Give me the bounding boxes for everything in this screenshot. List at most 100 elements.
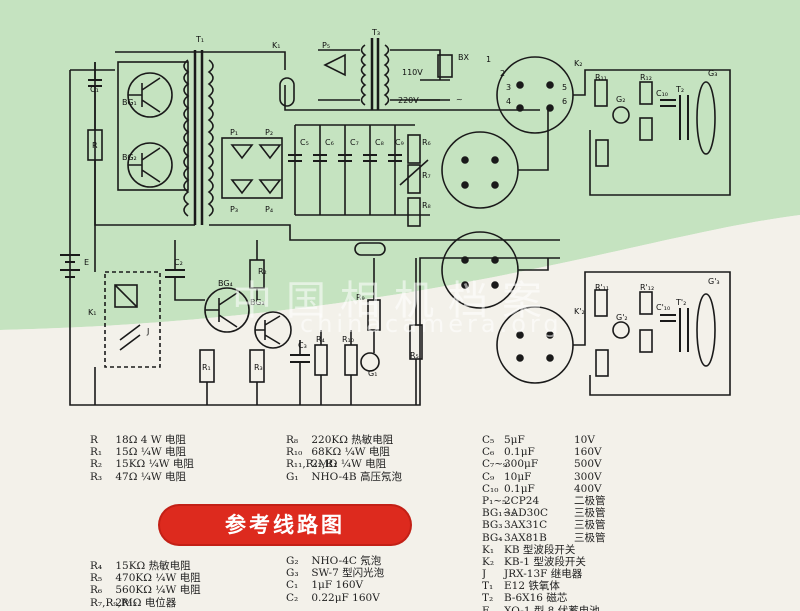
- watermark-chinese: 中国相机档案: [232, 278, 556, 324]
- part-ref: R₁₀: [286, 446, 303, 459]
- part-desc: SW-7 型闪光泡: [308, 567, 385, 580]
- label-t2p: T'₂: [675, 298, 686, 307]
- part-ref: C₅: [482, 434, 495, 446]
- part-ref: R₁₁,R₁₂,R₁: [286, 458, 338, 471]
- label-g3p: G'₃: [708, 277, 720, 286]
- part-ref: E: [482, 604, 490, 611]
- parts-list-row: R₄ 15KΩ 热敏电阻: [90, 560, 201, 572]
- label-r9: R₉: [356, 293, 365, 302]
- parts-list-row: T₂ B-6X16 磁芯: [482, 592, 606, 604]
- label-r4: R₄: [316, 335, 325, 344]
- pin-label-5: 5: [562, 83, 567, 92]
- part-ref: C₇~₉: [482, 458, 508, 471]
- label-c7: C₇: [350, 138, 359, 147]
- part-value: 3AX31C: [504, 519, 548, 532]
- label-r2: R₂: [258, 267, 267, 276]
- label-r11p: R'₁₁: [595, 283, 609, 292]
- part-rating: 三极管: [574, 531, 606, 544]
- part-desc: 47Ω ¼W 电阻: [112, 470, 187, 483]
- label-c3: C₃: [298, 341, 307, 350]
- parts-list-row: R₇,R₉,R₁₂ 2MΩ 电位器: [90, 597, 201, 609]
- label-r6: R₆: [422, 138, 431, 147]
- part-desc: 15KΩ ¼W 电阻: [112, 458, 194, 471]
- parts-list-row: R₁₁,R₁₂,R₁ 2MΩ ¼W 电阻: [286, 458, 402, 470]
- parts-list-row: R₁₀ 68KΩ ¼W 电阻: [286, 446, 402, 458]
- parts-list-row: R 18Ω 4 W 电阻: [90, 434, 194, 446]
- label-e: E: [84, 258, 89, 267]
- parts-list-row: R₂ 15KΩ ¼W 电阻: [90, 458, 194, 470]
- label-c2: C₂: [174, 258, 183, 267]
- part-value: KB 型波段开关: [504, 543, 576, 556]
- parts-list-row: R₆ 560KΩ ¼W 电阻: [90, 584, 201, 596]
- part-ref: BG₃: [482, 519, 503, 532]
- label-c5: C₅: [300, 138, 309, 147]
- label-c10p: C'₁₀: [656, 303, 670, 312]
- part-ref: C₁₀: [482, 482, 499, 495]
- part-ref: R₁: [90, 446, 103, 459]
- parts-list-row: G₂ NHO-4C 氖泡: [286, 555, 384, 567]
- part-value: JRX-13F 继电器: [504, 568, 583, 581]
- part-desc: 1μF 160V: [308, 579, 364, 592]
- label-r7: R₇: [422, 171, 431, 180]
- label-k2p: K'₂: [574, 307, 585, 316]
- label-r5: R₅: [410, 351, 419, 360]
- label-g2p: G'₂: [616, 313, 628, 322]
- parts-list-row: K₂ KB-1 型波段开关: [482, 556, 606, 568]
- part-value: 5μF: [504, 434, 525, 446]
- part-ref: R₈: [286, 434, 299, 446]
- part-desc: NHO-4B 高压氖泡: [308, 470, 402, 483]
- pin-label-4: 4: [506, 97, 511, 106]
- part-desc: 15KΩ 热敏电阻: [112, 560, 191, 572]
- label-c9: C₉: [395, 138, 404, 147]
- pin-label-2: 2: [500, 69, 505, 78]
- label-g3: G₃: [708, 69, 717, 78]
- label-r12: R₁₂: [640, 73, 652, 82]
- label-k2: K₂: [574, 59, 582, 68]
- part-ref: C₉: [482, 470, 495, 483]
- label-220v: 220V: [398, 96, 419, 105]
- parts-list-row: R₈ 220KΩ 热敏电阻: [286, 434, 402, 446]
- label-c10: C₁₀: [656, 89, 668, 98]
- part-ref: R₅: [90, 572, 103, 585]
- part-value: XO-1 型 8 伏蓄电池: [504, 604, 600, 611]
- label-p1: P₁: [230, 128, 238, 137]
- label-bx: BX: [458, 53, 469, 62]
- part-value: 0.1μF: [504, 446, 535, 459]
- label-ac: ~: [456, 95, 463, 104]
- parts-list-row: C₁ 1μF 160V: [286, 579, 384, 591]
- watermark-url: chinacamera.org: [300, 310, 563, 338]
- parts-list-row: R₅ 470KΩ ¼W 电阻: [90, 572, 201, 584]
- label-p2: P₂: [265, 128, 273, 137]
- part-desc: NHO-4C 氖泡: [308, 555, 382, 567]
- label-p3: P₃: [230, 205, 238, 214]
- part-ref: J: [482, 568, 487, 581]
- part-rating: 三极管: [574, 519, 606, 532]
- label-bg4: BG₄: [218, 279, 233, 288]
- part-desc: 470KΩ ¼W 电阻: [112, 572, 201, 585]
- part-ref: R: [90, 434, 98, 446]
- parts-list-row: T₁ E12 铁氧体: [482, 580, 606, 592]
- part-ref: K₁: [482, 543, 495, 556]
- part-desc: 18Ω 4 W 电阻: [112, 434, 186, 446]
- label-g1: G₁: [368, 369, 377, 378]
- part-desc: 2MΩ ¼W 电阻: [308, 458, 387, 471]
- part-rating: 160V: [574, 446, 602, 459]
- label-r1: R₁: [202, 363, 211, 372]
- parts-list-row: R₁ 15Ω ¼W 电阻: [90, 446, 194, 458]
- part-ref: C₂: [286, 591, 299, 604]
- parts-list-row: J JRX-13F 继电器: [482, 568, 606, 580]
- part-value: 0.1μF: [504, 482, 535, 495]
- label-r12p: R'₁₂: [640, 283, 654, 292]
- part-value: E12 铁氧体: [504, 580, 560, 593]
